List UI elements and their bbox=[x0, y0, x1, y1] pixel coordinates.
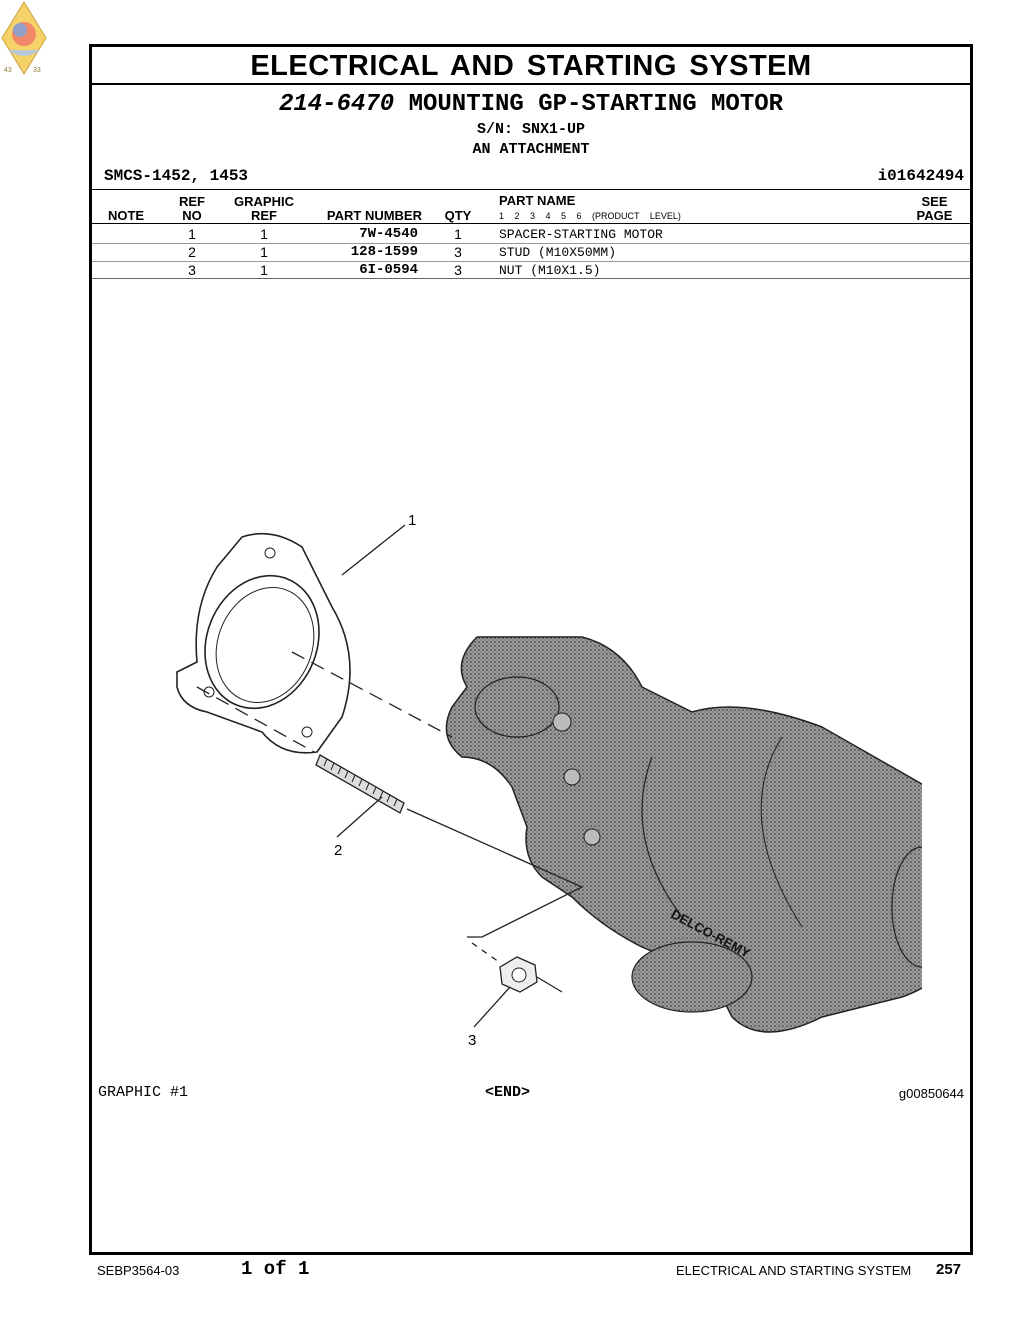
group-name: MOUNTING GP-STARTING MOTOR bbox=[408, 91, 784, 118]
group-heading: 214-6470 MOUNTING GP-STARTING MOTOR bbox=[92, 91, 970, 119]
header-ref-top: REF bbox=[179, 194, 205, 209]
footer-section-name: ELECTRICAL AND STARTING SYSTEM bbox=[676, 1263, 912, 1278]
nut-graphic bbox=[499, 956, 538, 993]
parts-page-frame: ELECTRICAL AND STARTING SYSTEM 214-6470 … bbox=[89, 44, 973, 1255]
callout-leaders bbox=[336, 524, 511, 1028]
row3-qty: 3 bbox=[454, 262, 462, 278]
logo-left-number: 43 bbox=[4, 67, 12, 74]
row3-ref-no: 3 bbox=[188, 262, 196, 278]
header-note: NOTE bbox=[107, 208, 145, 223]
assembly-lines bbox=[196, 651, 584, 993]
row1-part-name: SPACER-STARTING MOTOR bbox=[499, 227, 663, 242]
logo-right-number: 33 bbox=[33, 67, 41, 74]
starter-motor-graphic: DELCO-REMY bbox=[445, 636, 922, 1033]
header-part-name: PART NAME bbox=[499, 193, 576, 208]
row3-part-number[interactable]: 6I-0594 bbox=[359, 262, 418, 278]
row3-graphic-ref: 1 bbox=[260, 262, 268, 278]
callout-2: 2 bbox=[334, 842, 342, 859]
header-qty: QTY bbox=[444, 208, 472, 223]
graphic-label: GRAPHIC #1 bbox=[98, 1084, 189, 1101]
header-see-bottom: PAGE bbox=[916, 208, 953, 223]
section-title: ELECTRICAL AND STARTING SYSTEM bbox=[92, 47, 970, 85]
attachment-label: AN ATTACHMENT bbox=[472, 141, 590, 158]
callout-1: 1 bbox=[408, 512, 416, 529]
row2-ref-no: 2 bbox=[188, 244, 196, 260]
row-separator bbox=[92, 278, 970, 279]
spacer-graphic bbox=[176, 532, 351, 754]
header-ref-bottom: NO bbox=[182, 208, 202, 223]
header-product-level: 1 2 3 4 5 6 (PRODUCT LEVEL) bbox=[499, 211, 681, 221]
footer-page-count: 1 of 1 bbox=[241, 1258, 310, 1280]
row2-qty: 3 bbox=[454, 244, 462, 260]
info-id: i01642494 bbox=[877, 167, 964, 185]
row1-qty: 1 bbox=[454, 226, 462, 242]
row2-part-name: STUD (M10X50MM) bbox=[499, 245, 617, 260]
serial-number: S/N: SNX1-UP bbox=[476, 121, 586, 138]
header-see-top: SEE bbox=[921, 194, 948, 209]
publisher-logo-icon: 43 33 bbox=[1, 1, 47, 75]
header-part-number: PART NUMBER bbox=[326, 208, 422, 223]
header-bottom-rule bbox=[92, 223, 970, 224]
group-number: 214-6470 bbox=[278, 91, 395, 118]
row1-graphic-ref: 1 bbox=[260, 226, 268, 242]
footer-page-number: 257 bbox=[936, 1261, 962, 1278]
row3-part-name: NUT (M10X1.5) bbox=[499, 263, 601, 278]
footer-doc-number: SEBP3564-03 bbox=[97, 1263, 180, 1278]
graphic-id: g00850644 bbox=[898, 1086, 964, 1101]
stud-graphic bbox=[315, 754, 405, 814]
header-top-rule bbox=[92, 189, 970, 190]
row1-ref-no: 1 bbox=[188, 226, 196, 242]
end-marker: <END> bbox=[485, 1084, 531, 1101]
row-separator bbox=[92, 261, 970, 262]
header-graphic-top: GRAPHIC bbox=[234, 194, 294, 209]
row-separator bbox=[92, 243, 970, 244]
smcs-codes: SMCS-1452, 1453 bbox=[104, 167, 249, 185]
row2-part-number[interactable]: 128-1599 bbox=[350, 244, 418, 260]
callout-3: 3 bbox=[468, 1032, 476, 1047]
row2-graphic-ref: 1 bbox=[260, 244, 268, 260]
row1-part-number[interactable]: 7W-4540 bbox=[359, 226, 418, 242]
header-graphic-bottom: REF bbox=[251, 208, 277, 223]
exploded-view-illustration: DELCO-REMY bbox=[176, 512, 922, 1047]
